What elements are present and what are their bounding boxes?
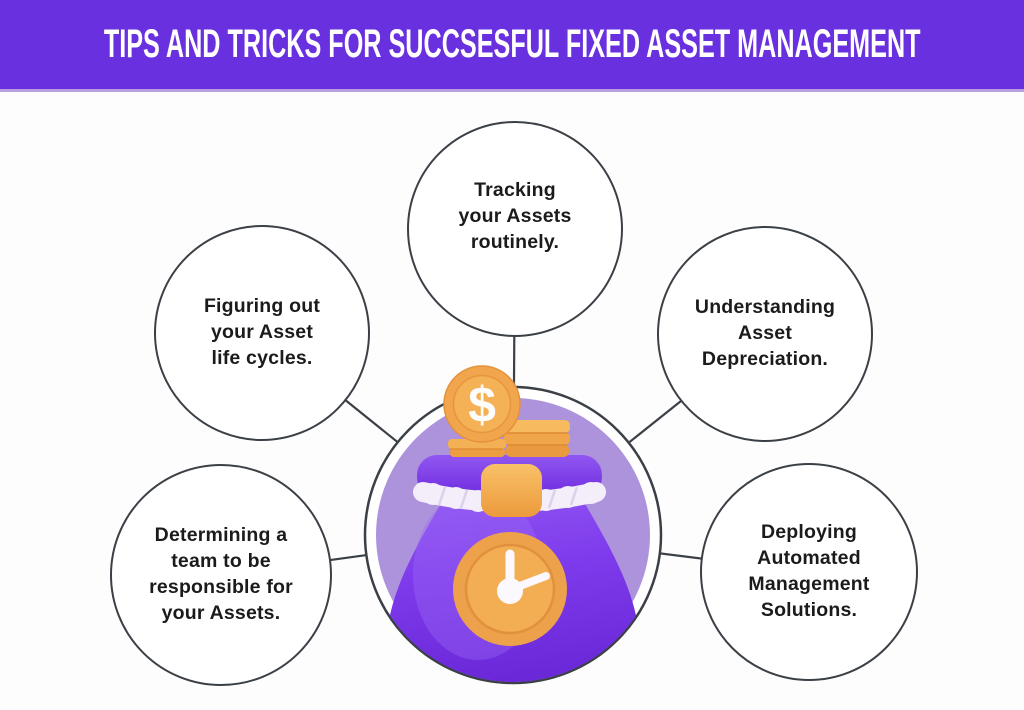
page-title: TIPS AND TRICKS FOR SUCCSESFUL FIXED ASS… bbox=[103, 22, 921, 66]
bubble-label: Determining a team to be responsible for… bbox=[149, 524, 293, 624]
bubble-automated-solutions: Deploying Automated Management Solutions… bbox=[700, 463, 918, 681]
bubble-label: Figuring out your Asset life cycles. bbox=[203, 295, 321, 369]
clock-icon bbox=[453, 532, 567, 646]
clasp bbox=[481, 464, 542, 517]
bubble-label: Tracking your Assets routinely. bbox=[458, 179, 572, 253]
bubble-label: Understanding Asset Depreciation. bbox=[694, 296, 836, 370]
dollar-coin-icon: $ bbox=[443, 365, 521, 443]
dollar-sign: $ bbox=[468, 377, 496, 433]
title-banner: TIPS AND TRICKS FOR SUCCSESFUL FIXED ASS… bbox=[0, 0, 1024, 92]
money-bag-illustration: $ bbox=[363, 365, 663, 685]
bubble-label: Deploying Automated Management Solutions… bbox=[748, 521, 870, 621]
bubble-responsible-team: Determining a team to be responsible for… bbox=[110, 464, 332, 686]
bubble-tracking-assets: Tracking your Assets routinely. bbox=[407, 121, 623, 337]
bubble-asset-life-cycles: Figuring out your Asset life cycles. bbox=[154, 225, 370, 441]
bubble-asset-depreciation: Understanding Asset Depreciation. bbox=[657, 226, 873, 442]
